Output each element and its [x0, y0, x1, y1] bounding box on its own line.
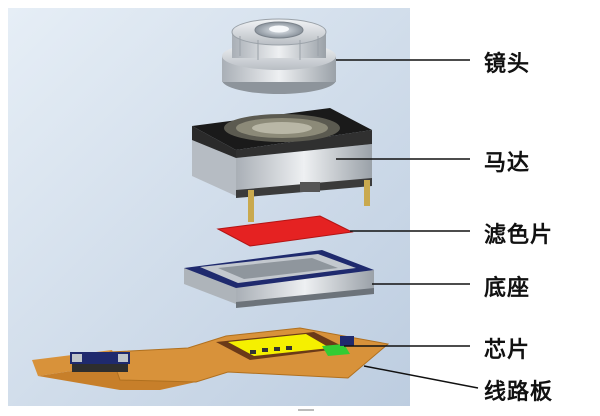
pcb-part — [32, 327, 390, 390]
motor-part — [192, 108, 372, 222]
label-chip: 芯片 — [484, 338, 531, 363]
holder-part — [184, 250, 374, 308]
filter-part — [216, 215, 354, 247]
label-lens: 镜头 — [484, 52, 531, 77]
label-pcb: 线路板 — [484, 380, 554, 405]
label-holder: 底座 — [484, 276, 531, 301]
label-motor: 马达 — [484, 151, 531, 176]
label-filter: 滤色片 — [484, 223, 554, 248]
lens-part — [222, 18, 336, 94]
